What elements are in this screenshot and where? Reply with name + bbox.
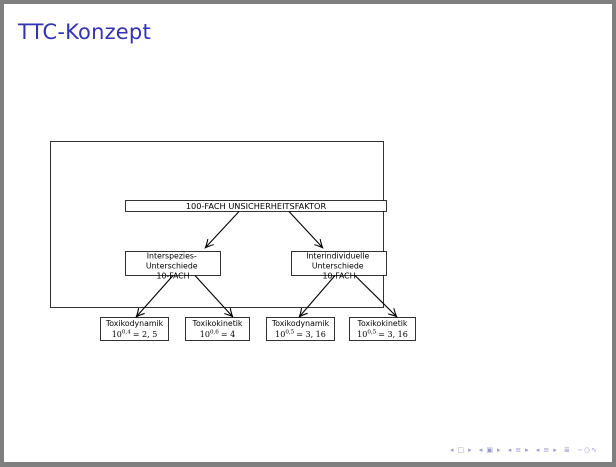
leaf-formula-result: = 3, 16 [296, 330, 326, 339]
leaf-label: Toxikokinetik [357, 319, 408, 328]
branch-label-line: Unterschiede [312, 262, 364, 271]
branch-node-interindividuelle: Interindividuelle Unterschiede 10-FACH [291, 251, 387, 281]
nav-prev-frame-icon[interactable]: ◂ [449, 446, 455, 454]
svg-text:100,5= 3, 16: 100,5= 3, 16 [275, 330, 326, 340]
nav-align-icon[interactable]: ≣ [564, 446, 571, 454]
leaf-label: Toxikokinetik [192, 319, 243, 328]
svg-text:Interindividuelle Unte: Interindividuelle Unterschiede 10-FACH [306, 252, 372, 281]
nav-next-frame-icon[interactable]: ▸ [468, 446, 473, 454]
leaf-node-toxikodynamik: Toxikodynamik 100,5= 3, 16 [266, 317, 335, 341]
branch-label-line: Interindividuelle [306, 252, 369, 261]
leaf-node-toxikokinetik: Toxikokinetik 100,6= 4 [185, 317, 250, 341]
nav-prev-slide-icon[interactable]: ◂ [535, 446, 541, 454]
branch-label-line: Interspezies- [147, 252, 197, 261]
edge-interindividuelle-to-toxikodynamik [300, 275, 336, 317]
nav-next-subsection-icon[interactable]: ▸ [525, 446, 530, 454]
leaf-formula-base: 10 [112, 330, 122, 339]
nav-slide-icon: ≡ [543, 446, 551, 454]
root-node-label: 100-FACH UNSICHERHEITSFAKTOR [186, 201, 327, 211]
leaf-formula-result: = 4 [221, 330, 235, 339]
slide: TTC-Konzept 100-FACH UNSICHERHEITSFAKTOR… [4, 4, 612, 462]
nav-next-slide-icon[interactable]: ▸ [553, 446, 558, 454]
nav-search-icon[interactable]: ∽○∿ [577, 446, 598, 454]
slide-title: TTC-Konzept [18, 20, 151, 44]
leaf-label: Toxikodynamik [271, 319, 330, 328]
leaf-formula-result: = 3, 16 [378, 330, 408, 339]
branch-label-line: 10-FACH [322, 272, 355, 281]
leaf-formula-exponent: 0,4 [122, 330, 131, 336]
leaf-node-toxikodynamik: Toxikodynamik 100,4= 2, 5 [100, 317, 169, 341]
leaf-formula-exponent: 0,6 [210, 330, 219, 336]
svg-text:100,6= 4: 100,6= 4 [200, 330, 235, 340]
edge-interindividuelle-to-toxikokinetik [354, 275, 396, 317]
nav-frame-icon: □ [457, 446, 466, 454]
uncertainty-factor-diagram: 100-FACH UNSICHERHEITSFAKTOR Interspezie… [50, 141, 416, 341]
nav-next-section-icon[interactable]: ▸ [497, 446, 502, 454]
branch-label-line: Unterschiede [146, 262, 198, 271]
leaf-formula-exponent: 0,5 [285, 330, 294, 336]
nav-prev-subsection-icon[interactable]: ◂ [507, 446, 513, 454]
leaf-node-toxikokinetik: Toxikokinetik 100,5= 3, 16 [349, 317, 416, 341]
edge-root-to-interspezies [206, 211, 240, 248]
edge-interspezies-to-toxikokinetik [194, 275, 232, 317]
edge-root-to-interindividuelle [288, 211, 322, 248]
leaf-formula-base: 10 [357, 330, 367, 339]
leaf-formula-result: = 2, 5 [133, 330, 158, 339]
leaf-formula-exponent: 0,5 [367, 330, 376, 336]
leaf-formula-base: 10 [200, 330, 210, 339]
navigation-bar: ◂□▸ ◂▣▸ ◂≡▸ ◂≡▸ ≣ ∽○∿ [447, 446, 598, 454]
nav-subsection-icon: ≡ [515, 446, 523, 454]
svg-text:100,5= 3, 16: 100,5= 3, 16 [357, 330, 408, 340]
leaf-label: Toxikodynamik [105, 319, 164, 328]
edge-interspezies-to-toxikodynamik [137, 275, 174, 317]
diagram-frame [50, 141, 384, 308]
nav-section-icon: ▣ [486, 446, 495, 454]
svg-text:100,4= 2, 5: 100,4= 2, 5 [112, 330, 158, 340]
leaf-formula-base: 10 [275, 330, 285, 339]
nav-prev-section-icon[interactable]: ◂ [478, 446, 484, 454]
root-node: 100-FACH UNSICHERHEITSFAKTOR [125, 200, 387, 212]
